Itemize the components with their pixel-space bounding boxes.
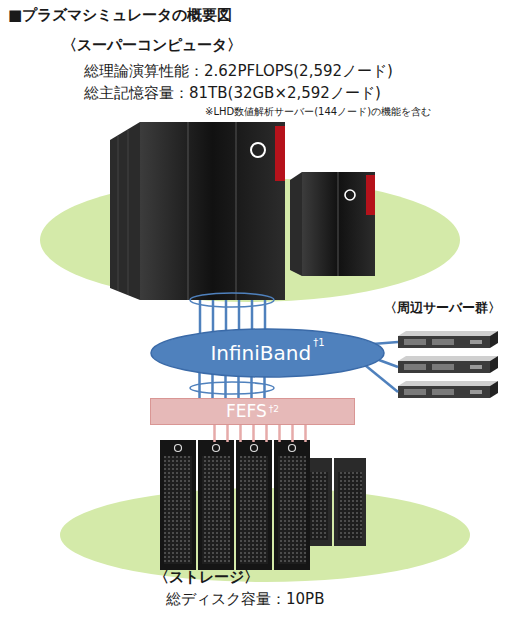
text-row: FEFS†2 xyxy=(151,399,354,424)
rack-side xyxy=(110,122,140,300)
system-group: 〈スーパーコンピュータ〉総理論演算性能：2.62PFLOPS(2,592ノード)… xyxy=(30,36,500,300)
cable-line xyxy=(226,425,229,442)
rack-edge xyxy=(188,122,189,300)
storage-cabinet xyxy=(198,440,234,570)
rack-logo xyxy=(345,190,355,200)
cable-line xyxy=(213,425,216,442)
storage-cabinet xyxy=(334,458,366,546)
bus-label: InfiniBand xyxy=(210,341,311,365)
storage-cabinet xyxy=(274,440,310,570)
title: ■プラズマシミュレータの概要図 xyxy=(8,6,488,24)
server-bay xyxy=(404,389,426,395)
cable-line xyxy=(239,425,242,442)
cable-line xyxy=(198,370,201,400)
rack-edge xyxy=(128,130,129,295)
rack-accent xyxy=(366,175,375,215)
storage-logo xyxy=(251,445,258,452)
section-heading: 〈スーパーコンピュータ〉 xyxy=(62,36,322,54)
server-panel xyxy=(470,365,482,369)
server-panel xyxy=(470,340,482,344)
cable-line xyxy=(265,425,268,442)
rack-edge xyxy=(118,136,119,291)
cable-ring xyxy=(190,293,274,307)
network-ellipse: InfiniBand†1 xyxy=(150,328,385,378)
server-side xyxy=(490,331,498,348)
cable-line xyxy=(304,425,307,442)
cable-connector xyxy=(215,425,306,442)
text-row: InfiniBand†1 xyxy=(150,328,385,378)
server-top xyxy=(398,331,498,336)
section-heading: 〈周辺サーバー群〉 xyxy=(384,300,509,316)
server-bay xyxy=(404,339,426,345)
cable-line xyxy=(278,425,281,442)
server-top xyxy=(398,356,498,361)
server-bay xyxy=(432,389,454,395)
storage-grille xyxy=(278,456,306,564)
server-side xyxy=(490,381,498,398)
storage-grille xyxy=(338,472,362,540)
server-top xyxy=(398,381,498,386)
storage-grille xyxy=(202,456,230,564)
spec-text: 総ディスク容量：10PB xyxy=(166,590,446,608)
rack-edge xyxy=(236,122,237,300)
storage-grille xyxy=(164,456,192,564)
storage-logo xyxy=(289,445,296,452)
server-group: 〈周辺サーバー群〉 xyxy=(380,300,505,408)
rack-accent xyxy=(275,126,285,181)
server-front xyxy=(398,361,490,373)
footnote-mark: †1 xyxy=(313,337,324,349)
rack-front xyxy=(140,122,285,300)
cable-line xyxy=(291,425,294,442)
storage-cabinet xyxy=(236,440,272,570)
server-panel xyxy=(470,390,482,394)
storage-logo xyxy=(213,445,220,452)
section-heading: 〈ストレージ〉 xyxy=(154,568,374,586)
server-front xyxy=(398,336,490,348)
storage-logo xyxy=(175,445,182,452)
storage-cabinet xyxy=(160,440,196,570)
rack-edge xyxy=(338,172,339,276)
rack-side xyxy=(290,172,302,276)
storage-group: 〈ストレージ〉総ディスク容量：10PB xyxy=(40,440,480,610)
server-front xyxy=(398,386,490,398)
spec-text: 総主記憶容量：81TB(32GB×2,592ノード) xyxy=(84,84,484,102)
server-bay xyxy=(432,339,454,345)
spec-text: 総理論演算性能：2.62PFLOPS(2,592ノード) xyxy=(84,62,484,80)
cable-line xyxy=(199,300,202,338)
footnote-mark: †2 xyxy=(269,404,279,415)
cable-ring xyxy=(190,382,274,394)
server-side xyxy=(490,356,498,373)
ellipse-shape xyxy=(151,329,384,377)
footnote-text: ※LHD数値解析サーバー(144ノード)の機能を含む xyxy=(205,106,500,118)
rack-front xyxy=(302,172,375,276)
server-bay xyxy=(404,364,426,370)
cable-line xyxy=(252,425,255,442)
storage-grille xyxy=(240,456,268,564)
server-bay xyxy=(432,364,454,370)
filesystem-band: FEFS†2 xyxy=(150,398,355,425)
bus-label: FEFS xyxy=(226,401,267,421)
rack-logo xyxy=(251,143,265,157)
